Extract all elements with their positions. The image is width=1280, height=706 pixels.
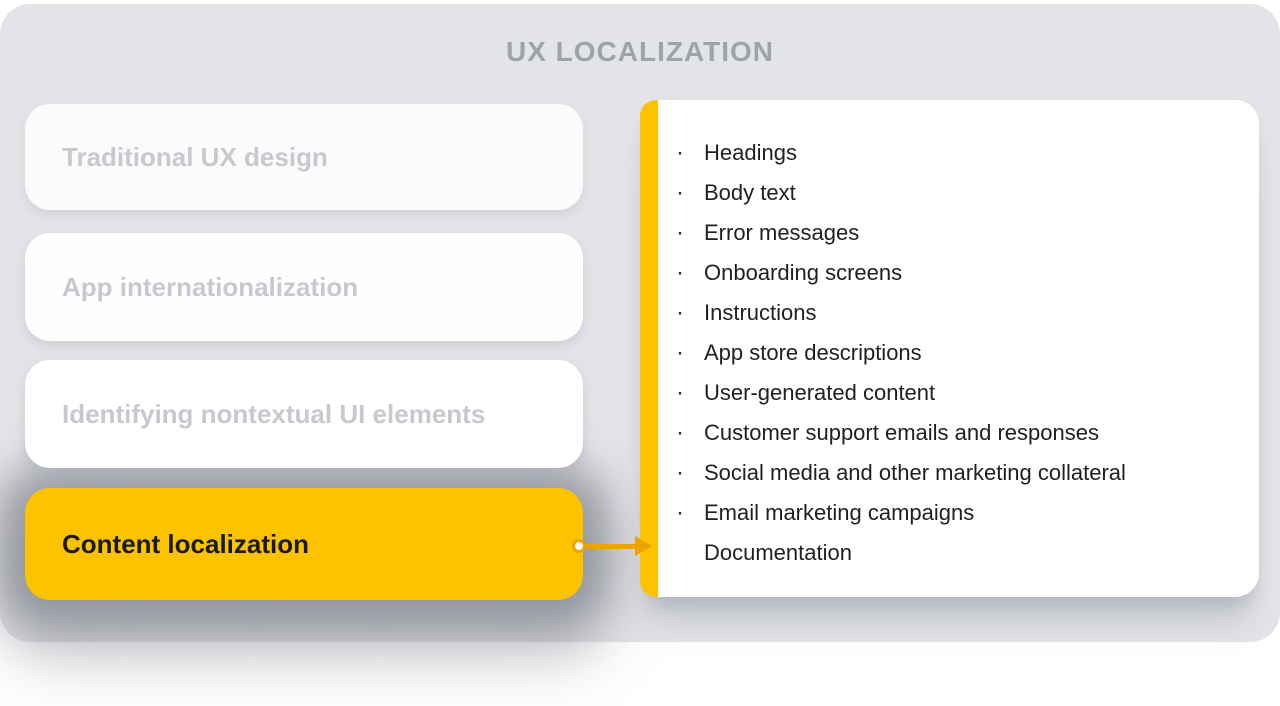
list-item-label: Error messages	[704, 220, 860, 245]
connector-origin-dot	[572, 539, 586, 553]
panel-accent-bar	[640, 100, 658, 597]
step-card-app-internationalization: App internationalization	[25, 233, 583, 341]
list-item: · Email marketing campaigns	[672, 493, 1239, 533]
list-item-label: Onboarding screens	[704, 260, 903, 285]
bullet-dot: ·	[676, 219, 684, 246]
list-item-label: Social media and other marketing collate…	[704, 460, 1126, 485]
step-card-label: App internationalization	[62, 271, 359, 302]
list-item-label: Body text	[704, 180, 796, 205]
diagram-title: UX LOCALIZATION	[505, 36, 774, 67]
list-item: · User-generated content	[672, 373, 1239, 413]
step-card-label: Traditional UX design	[62, 141, 328, 172]
list-item: · Onboarding screens	[672, 253, 1239, 293]
detail-panel: · Headings · Body text · Error messages …	[640, 100, 1259, 597]
bullet-dot: ·	[676, 299, 684, 326]
step-card-label: Content localization	[62, 528, 309, 559]
bullet-dot: ·	[676, 179, 684, 206]
list-item: · App store descriptions	[672, 333, 1239, 373]
list-item: · Error messages	[672, 213, 1239, 253]
list-item-label: Documentation	[704, 540, 852, 565]
list-item-label: Email marketing campaigns	[704, 500, 975, 525]
list-item-label: Instructions	[704, 300, 817, 325]
list-item-label: User-generated content	[704, 380, 936, 405]
panel-body: · Headings · Body text · Error messages …	[658, 100, 1259, 597]
bullet-dot: ·	[676, 419, 684, 446]
step-card-identifying-nontextual-ui-elements: Identifying nontextual UI elements	[25, 360, 583, 468]
content-types-list: · Headings · Body text · Error messages …	[658, 100, 1259, 573]
list-item-label: Headings	[704, 140, 797, 165]
list-item: · Customer support emails and responses	[672, 413, 1239, 453]
step-card-content-localization-active: Content localization	[25, 488, 583, 600]
bullet-dot: ·	[676, 259, 684, 286]
list-item: · Instructions	[672, 293, 1239, 333]
bullet-dot: ·	[676, 459, 684, 486]
bullet-dot: ·	[676, 499, 684, 526]
step-card-traditional-ux-design: Traditional UX design	[25, 104, 583, 210]
list-item: Documentation	[672, 533, 1239, 573]
list-item: · Social media and other marketing colla…	[672, 453, 1239, 493]
connector-line	[585, 544, 637, 549]
bullet-dot: ·	[676, 379, 684, 406]
step-card-label: Identifying nontextual UI elements	[62, 398, 486, 429]
list-item: · Headings	[672, 133, 1239, 173]
list-item-label: App store descriptions	[704, 340, 922, 365]
bullet-dot: ·	[676, 339, 684, 366]
list-item-label: Customer support emails and responses	[704, 420, 1099, 445]
arrow-right-icon	[635, 536, 652, 556]
bullet-dot: ·	[676, 139, 684, 166]
list-item: · Body text	[672, 173, 1239, 213]
